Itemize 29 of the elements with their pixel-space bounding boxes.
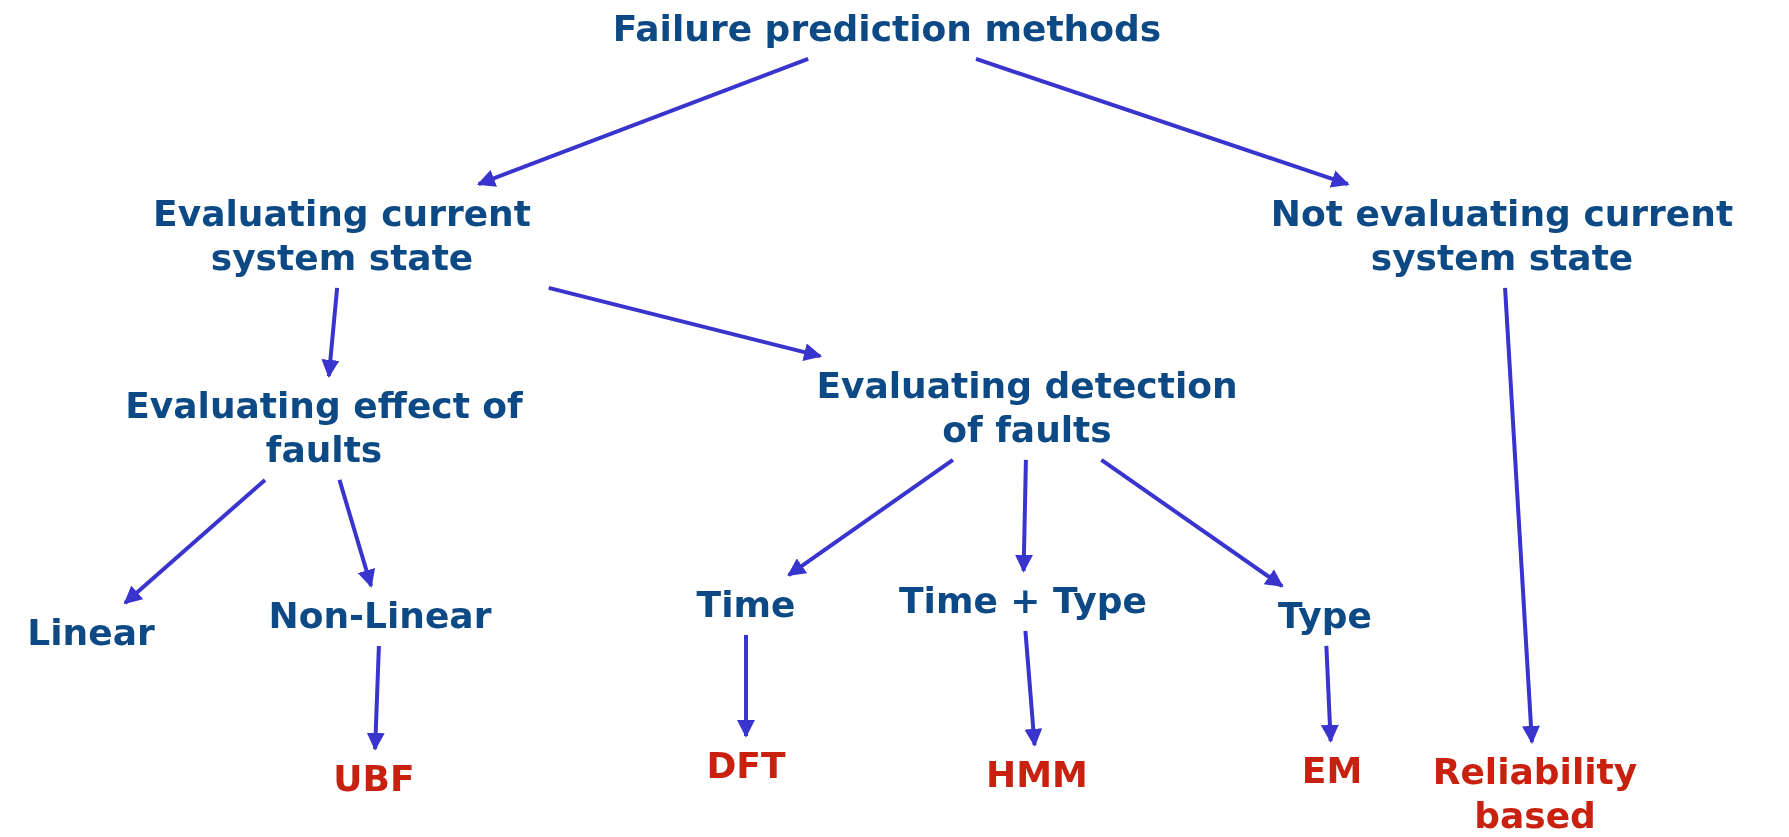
arrow (337, 479, 376, 588)
arrow (1100, 458, 1284, 588)
arrow (737, 634, 755, 738)
arrow (1014, 459, 1033, 573)
arrow (548, 285, 823, 361)
arrow (321, 287, 340, 378)
category-label: Not evaluating current system state (1269, 192, 1735, 280)
category-label: Evaluating current system state (152, 192, 532, 280)
method-label: HMM (986, 753, 1088, 797)
arrow (366, 645, 385, 751)
category-label: Type (1278, 594, 1372, 638)
method-label: UBF (333, 757, 415, 801)
arrow (477, 57, 809, 187)
arrow (1503, 287, 1540, 744)
arrow (975, 57, 1350, 188)
category-label: Failure prediction methods (612, 7, 1162, 51)
category-label: Time (696, 583, 796, 627)
category-label: Time + Type (899, 579, 1147, 623)
arrow (787, 458, 955, 577)
arrow (1023, 630, 1043, 747)
arrow (123, 478, 267, 605)
arrow (1320, 645, 1339, 743)
method-label: Reliability based (1431, 750, 1639, 837)
category-label: Non-Linear (268, 594, 492, 638)
category-label: Evaluating effect of faults (124, 384, 524, 472)
category-label: Evaluating detection of faults (815, 364, 1239, 452)
category-label: Linear (27, 611, 155, 655)
method-label: EM (1301, 749, 1363, 793)
method-label: DFT (706, 744, 786, 788)
